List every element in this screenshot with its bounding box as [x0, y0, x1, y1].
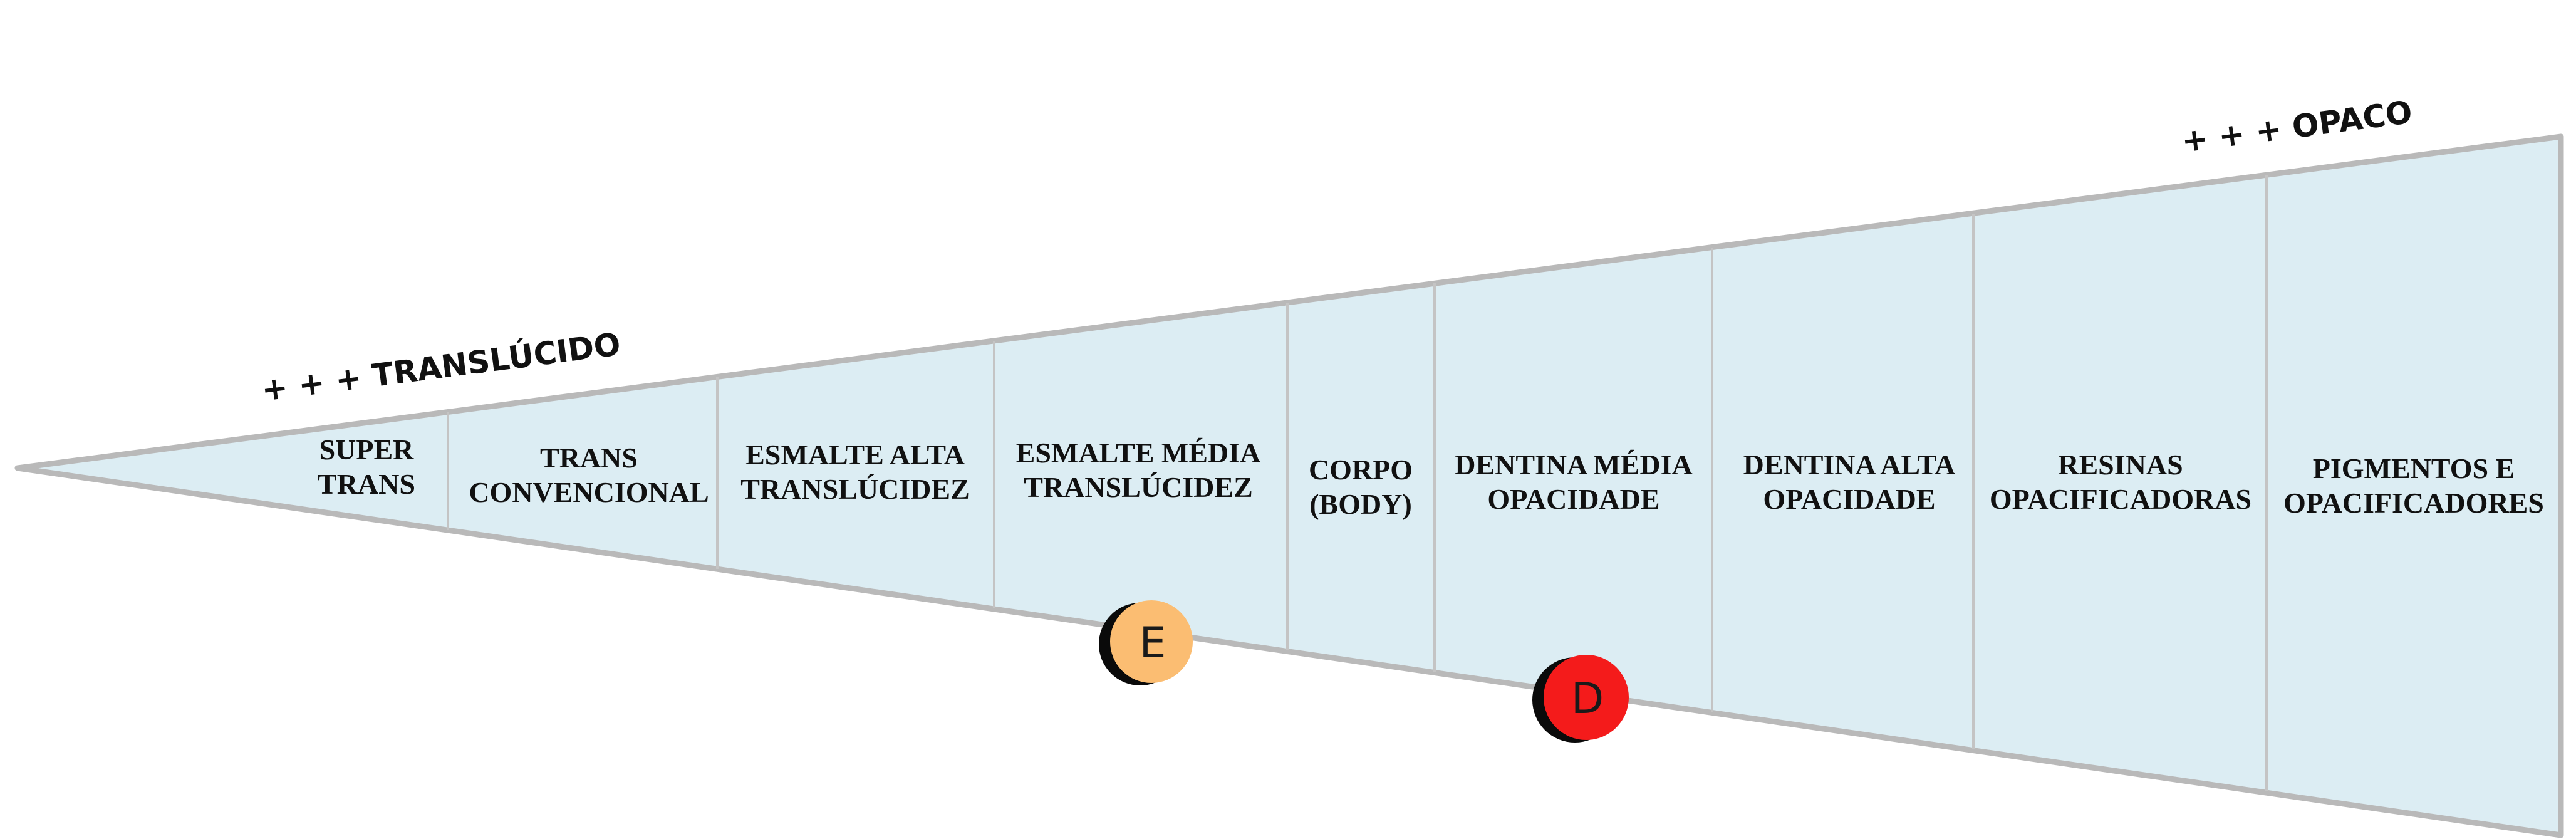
enamel-badge-circle [1110, 600, 1193, 683]
opaque-end-label: + + + OPACO [2179, 94, 2414, 160]
segment-label-line: DENTINA MÉDIA [1455, 449, 1693, 481]
enamel-badge-letter: E [1140, 618, 1166, 668]
segment-dividers [447, 175, 2268, 791]
segment-label-line: TRANSLÚCIDEZ [1024, 471, 1253, 503]
segment-label-line: DENTINA ALTA [1743, 449, 1956, 481]
dentin-badge-letter: D [1571, 674, 1604, 724]
segment-resinas-opacificadoras: RESINAS OPACIFICADORAS [1990, 449, 2251, 515]
segment-label-line: TRANSLÚCIDEZ [740, 473, 970, 505]
segment-label-line: CORPO [1309, 454, 1413, 486]
segment-dentina-media-opacidade: DENTINA MÉDIA OPACIDADE [1455, 449, 1693, 515]
segment-label-line: ESMALTE MÉDIA [1016, 437, 1261, 469]
segment-label-line: OPACIFICADORES [2283, 487, 2544, 519]
dentin-badge-icon: D [1532, 655, 1629, 743]
dentin-badge-circle [1544, 655, 1629, 740]
segment-label-line: RESINAS [2058, 449, 2183, 481]
segment-esmalte-media-translucidez: ESMALTE MÉDIA TRANSLÚCIDEZ [1016, 437, 1261, 503]
segment-label-line: OPACIFICADORAS [1990, 483, 2251, 515]
segment-label-line: ESMALTE ALTA [745, 439, 965, 471]
segment-esmalte-alta-translucidez: ESMALTE ALTA TRANSLÚCIDEZ [740, 439, 970, 505]
segment-label-line: OPACIDADE [1763, 483, 1935, 515]
segment-dentina-alta-opacidade: DENTINA ALTA OPACIDADE [1743, 449, 1956, 515]
enamel-badge-icon: E [1099, 600, 1193, 685]
segment-label-line: (BODY) [1309, 488, 1412, 520]
translucency-wedge [14, 133, 2564, 838]
segment-super-trans: SUPER TRANS [318, 434, 415, 500]
segment-corpo-body: CORPO (BODY) [1309, 454, 1413, 520]
segment-pigmentos-e-opacificadores: PIGMENTOS E OPACIFICADORES [2283, 452, 2544, 519]
segment-trans-convencional: TRANS CONVENCIONAL [469, 442, 709, 508]
segment-label-line: TRANS [318, 468, 415, 500]
segment-label-line: PIGMENTOS E [2313, 452, 2515, 484]
segment-label-line: CONVENCIONAL [469, 476, 709, 508]
segment-label-line: TRANS [540, 442, 638, 474]
segment-label-line: SUPER [319, 434, 415, 466]
segment-label-line: OPACIDADE [1487, 483, 1659, 515]
